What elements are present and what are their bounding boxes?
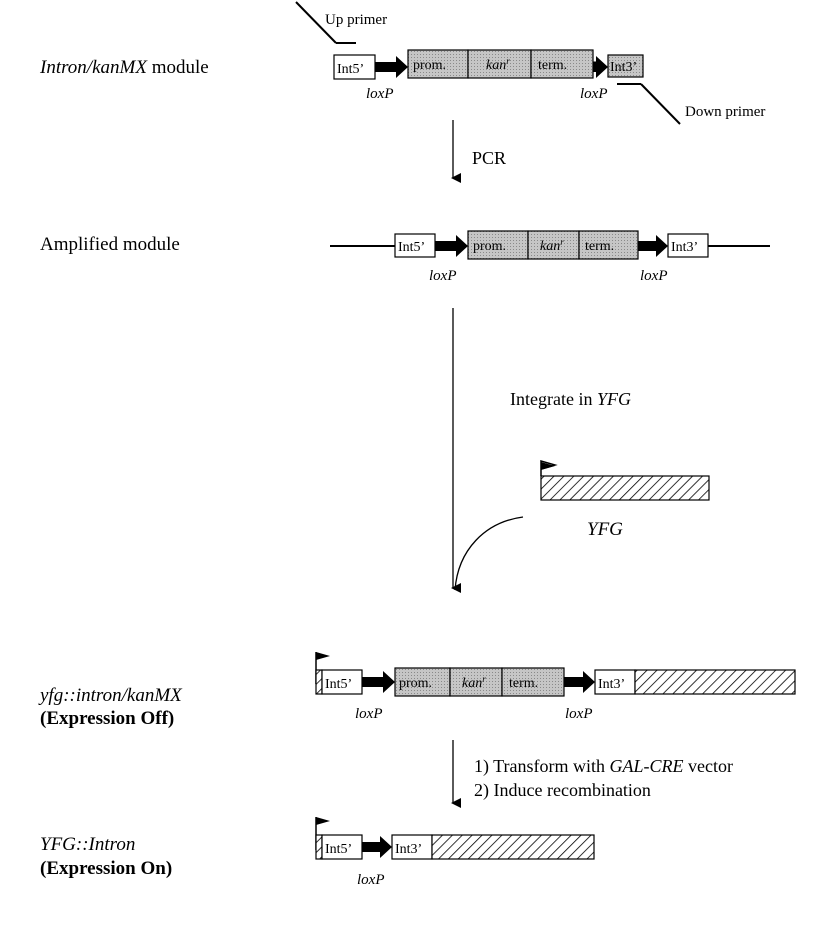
off-state: (Expression Off): [40, 708, 174, 729]
term-label: term.: [509, 676, 538, 691]
loxp-label: loxP: [357, 872, 385, 888]
module-stage: Intron/kanMX module Up primer Int5’ loxP…: [39, 1, 765, 125]
int3-box: [594, 669, 636, 695]
promoter-flag-icon: [316, 817, 330, 825]
down-primer-label: Down primer: [685, 104, 765, 120]
prom-label: prom.: [413, 58, 446, 73]
pcr-label: PCR: [472, 148, 506, 168]
loxp-arrow: [564, 671, 595, 693]
svg-text:Intron/kanMX module: Intron/kanMX module: [39, 57, 209, 78]
loxp-label: loxP: [580, 86, 608, 102]
int5-label: Int5’: [325, 842, 352, 857]
term-box: [530, 49, 594, 79]
kan-box: [467, 49, 532, 79]
yfg-box: [540, 475, 710, 501]
integrate-prefix: Integrate in: [510, 389, 597, 409]
on-name: YFG::Intron: [40, 834, 135, 855]
prom-label: prom.: [399, 676, 432, 691]
prom-label: prom.: [473, 239, 506, 254]
term-label: term.: [538, 58, 567, 73]
svg-text:Integrate in YFG: Integrate in YFG: [510, 389, 631, 409]
int5-label: Int5’: [398, 240, 425, 255]
int5-label: Int5’: [325, 677, 352, 692]
int5-box: [321, 834, 363, 860]
amplified-label: Amplified module: [40, 234, 180, 255]
module-name-rest: module: [147, 57, 209, 78]
kan-sup: r: [560, 237, 564, 247]
term-label: term.: [585, 239, 614, 254]
int3-label: Int3’: [610, 60, 637, 75]
on-state: (Expression On): [40, 858, 172, 879]
expression-off-stage: yfg::intron/kanMX (Expression Off) Int5’…: [38, 652, 796, 729]
module-name-italic: Intron/kanMX: [39, 57, 148, 78]
int3-box: [607, 54, 644, 78]
int3-label: Int3’: [395, 842, 422, 857]
yfg-start-box: [315, 834, 323, 860]
integrate-gene: YFG: [597, 389, 631, 409]
svg-text:kanr: kanr: [462, 674, 486, 691]
loxp-label: loxP: [366, 86, 394, 102]
prom-box: [467, 230, 529, 260]
yfg-box: [431, 834, 595, 860]
cre-step-2: 2) Induce recombination: [474, 780, 651, 801]
term-box: [578, 230, 639, 260]
svg-text:kanr: kanr: [540, 237, 564, 254]
up-primer-line: [295, 1, 337, 44]
down-primer-line: [640, 83, 681, 125]
kan-label: kan: [540, 239, 560, 254]
cre-step-1-gene: GAL-CRE: [610, 756, 684, 776]
amplified-stage: Amplified module Int5’ loxP prom. kanr t…: [40, 230, 770, 284]
kan-label: kan: [462, 676, 482, 691]
svg-text:1) Transform with GAL-CRE vect: 1) Transform with GAL-CRE vector: [474, 756, 733, 777]
loxp-label: loxP: [355, 706, 383, 722]
yfg-gene: YFG: [540, 460, 710, 540]
loxp-arrow: [362, 671, 395, 693]
svg-text:kanr: kanr: [486, 56, 510, 73]
up-primer-label: Up primer: [325, 12, 387, 28]
join-curve: [454, 516, 524, 591]
int3-label: Int3’: [598, 677, 625, 692]
prom-box: [394, 667, 451, 697]
kan-sup: r: [506, 56, 510, 66]
off-name: yfg::intron/kanMX: [38, 685, 183, 706]
int3-label: Int3’: [671, 240, 698, 255]
int3-box: [391, 834, 433, 860]
yfg-start-box: [315, 669, 323, 695]
loxp-arrow: [435, 235, 468, 257]
loxp-arrow: [375, 56, 408, 78]
int5-label: Int5’: [337, 62, 364, 77]
int5-box: [321, 669, 363, 695]
cre-step-1-prefix: 1) Transform with: [474, 756, 610, 777]
loxp-arrow: [362, 836, 392, 858]
cre-step-1-suffix: vector: [684, 756, 733, 776]
kan-box: [449, 667, 503, 697]
yfg-box: [634, 669, 796, 695]
loxp-label: loxP: [640, 268, 668, 284]
expression-on-stage: YFG::Intron (Expression On) Int5’ loxP I…: [40, 817, 595, 888]
loxp-label: loxP: [429, 268, 457, 284]
promoter-flag-icon: [316, 652, 330, 660]
term-box: [501, 667, 565, 697]
kan-sup: r: [482, 674, 486, 684]
loxp-label: loxP: [565, 706, 593, 722]
loxp-arrow: [638, 235, 668, 257]
kan-label: kan: [486, 58, 506, 73]
yfg-label: YFG: [587, 519, 623, 540]
kan-box: [527, 230, 580, 260]
